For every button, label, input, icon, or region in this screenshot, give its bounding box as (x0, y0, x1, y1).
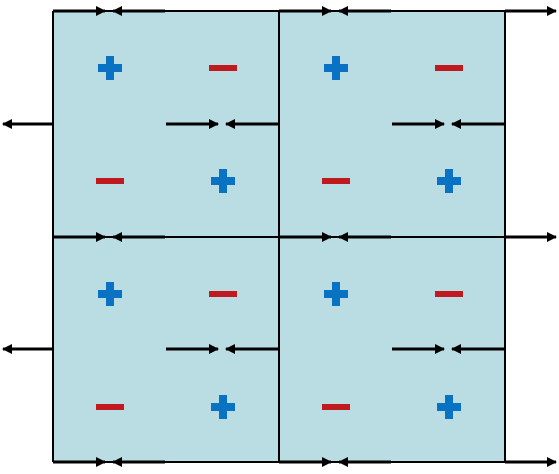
plus-icon-bar (332, 282, 340, 306)
plus-icon-bar (219, 395, 227, 419)
plus-icon-bar (445, 169, 453, 193)
minus-icon (322, 178, 350, 184)
minus-icon (435, 291, 463, 297)
minus-icon (96, 178, 124, 184)
plus-icon-bar (106, 56, 114, 80)
plus-icon-bar (219, 169, 227, 193)
force-arrows (2, 6, 557, 467)
minus-icon (435, 65, 463, 71)
minus-icon (209, 291, 237, 297)
minus-icon (322, 404, 350, 410)
charge-symbols (96, 56, 463, 419)
plus-icon-bar (106, 282, 114, 306)
plus-icon-bar (332, 56, 340, 80)
minus-icon (96, 404, 124, 410)
minus-icon (209, 65, 237, 71)
plus-icon-bar (445, 395, 453, 419)
